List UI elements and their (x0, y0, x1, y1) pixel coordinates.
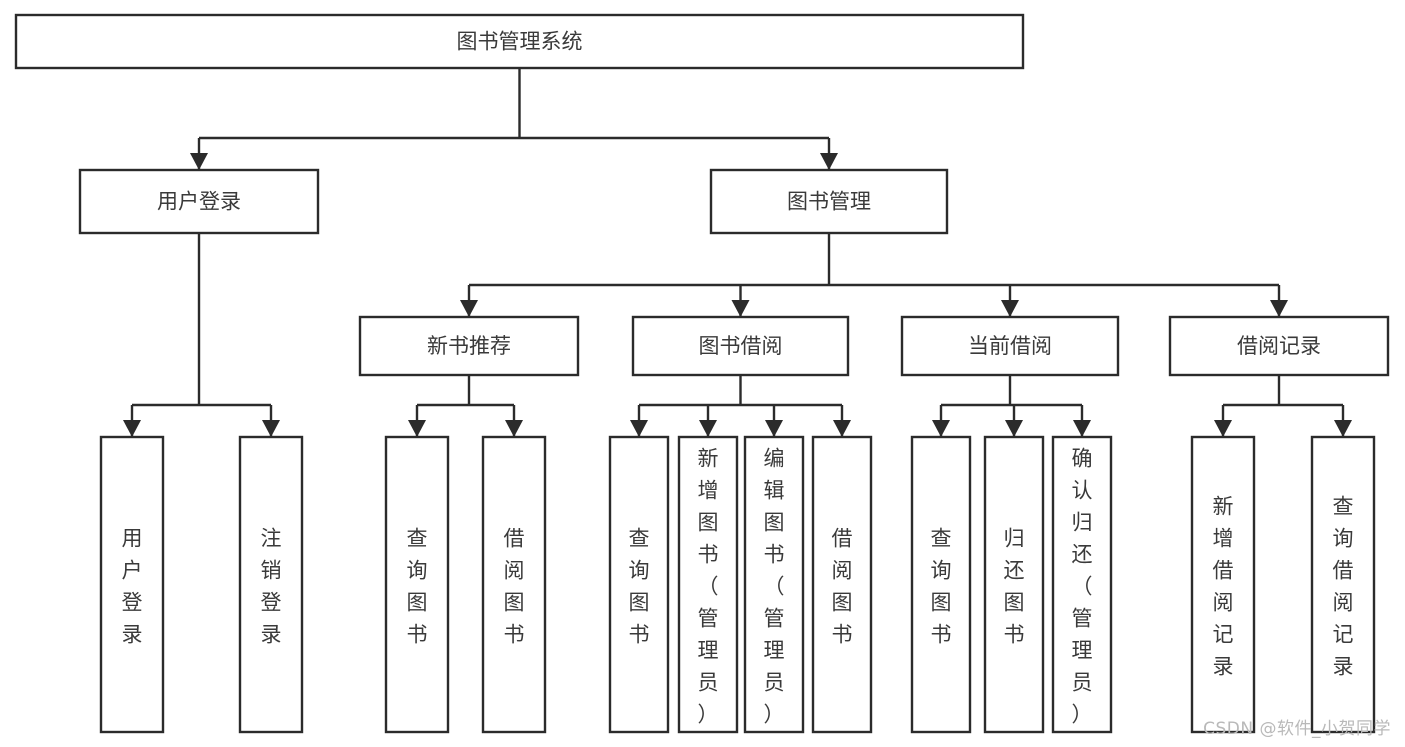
node-label: 用户登录 (122, 526, 143, 646)
node-box (78, 168, 320, 235)
node-label: 查询图书 (407, 526, 428, 646)
node-leaf-user-login[interactable]: 用户登录 (99, 435, 165, 734)
node-leaf-return-book[interactable]: 归还图书 (983, 435, 1045, 734)
node-label: 查询图书 (629, 526, 650, 646)
node-label: 注销登录 (261, 526, 282, 646)
node-leaf-query-book-2[interactable]: 查询图书 (608, 435, 670, 734)
node-new-book-rec[interactable]: 新书推荐 (358, 315, 580, 377)
node-box (14, 13, 1025, 70)
node-label: 图书管理 (787, 190, 871, 214)
node-leaf-query-book-3[interactable]: 查询图书 (910, 435, 972, 734)
node-leaf-borrow-book-1[interactable]: 借阅图书 (481, 435, 547, 734)
node-box (481, 435, 547, 734)
node-user-login[interactable]: 用户登录 (78, 168, 320, 235)
connector-layer (123, 68, 1352, 437)
node-label: 图书借阅 (699, 334, 783, 358)
node-leaf-edit-book[interactable]: 编辑图书（管理员） (743, 435, 805, 734)
node-box (1310, 435, 1376, 734)
node-box (743, 435, 805, 734)
node-box (1168, 315, 1390, 377)
node-label: 查询借阅记录 (1333, 494, 1354, 678)
node-book-manage[interactable]: 图书管理 (709, 168, 949, 235)
node-label: 新书推荐 (427, 334, 511, 358)
node-label: 借阅记录 (1237, 334, 1321, 358)
node-label: 新增借阅记录 (1213, 494, 1234, 678)
node-box (677, 435, 739, 734)
node-box (900, 315, 1120, 377)
node-label: 借阅图书 (832, 526, 853, 646)
node-leaf-logout[interactable]: 注销登录 (238, 435, 304, 734)
node-label: 确认归还（管理员） (1072, 446, 1093, 726)
node-book-borrow[interactable]: 图书借阅 (631, 315, 850, 377)
node-box (608, 435, 670, 734)
node-box (811, 435, 873, 734)
node-box (709, 168, 949, 235)
node-leaf-query-record[interactable]: 查询借阅记录 (1310, 435, 1376, 734)
node-box (1190, 435, 1256, 734)
node-root[interactable]: 图书管理系统 (14, 13, 1025, 70)
node-label: 归还图书 (1004, 526, 1025, 646)
node-box (238, 435, 304, 734)
node-box (983, 435, 1045, 734)
node-layer: 图书管理系统用户登录图书管理新书推荐图书借阅当前借阅借阅记录用户登录注销登录查询… (14, 13, 1390, 734)
node-leaf-query-book-1[interactable]: 查询图书 (384, 435, 450, 734)
node-box (99, 435, 165, 734)
node-borrow-record[interactable]: 借阅记录 (1168, 315, 1390, 377)
node-label: 新增图书（管理员） (698, 446, 719, 726)
node-box (358, 315, 580, 377)
node-label: 用户登录 (157, 190, 241, 214)
node-label: 借阅图书 (504, 526, 525, 646)
node-label: 图书管理系统 (457, 30, 583, 54)
node-box (910, 435, 972, 734)
node-leaf-confirm-return[interactable]: 确认归还（管理员） (1051, 435, 1113, 734)
node-leaf-add-record[interactable]: 新增借阅记录 (1190, 435, 1256, 734)
node-leaf-borrow-book-2[interactable]: 借阅图书 (811, 435, 873, 734)
node-label: 当前借阅 (968, 334, 1052, 358)
csdn-watermark: CSDN @软件_小贺同学 (1203, 719, 1391, 739)
node-current-borrow[interactable]: 当前借阅 (900, 315, 1120, 377)
node-leaf-add-book[interactable]: 新增图书（管理员） (677, 435, 739, 734)
node-box (384, 435, 450, 734)
node-box (631, 315, 850, 377)
node-box (1051, 435, 1113, 734)
node-label: 查询图书 (931, 526, 952, 646)
node-label: 编辑图书（管理员） (764, 446, 785, 726)
